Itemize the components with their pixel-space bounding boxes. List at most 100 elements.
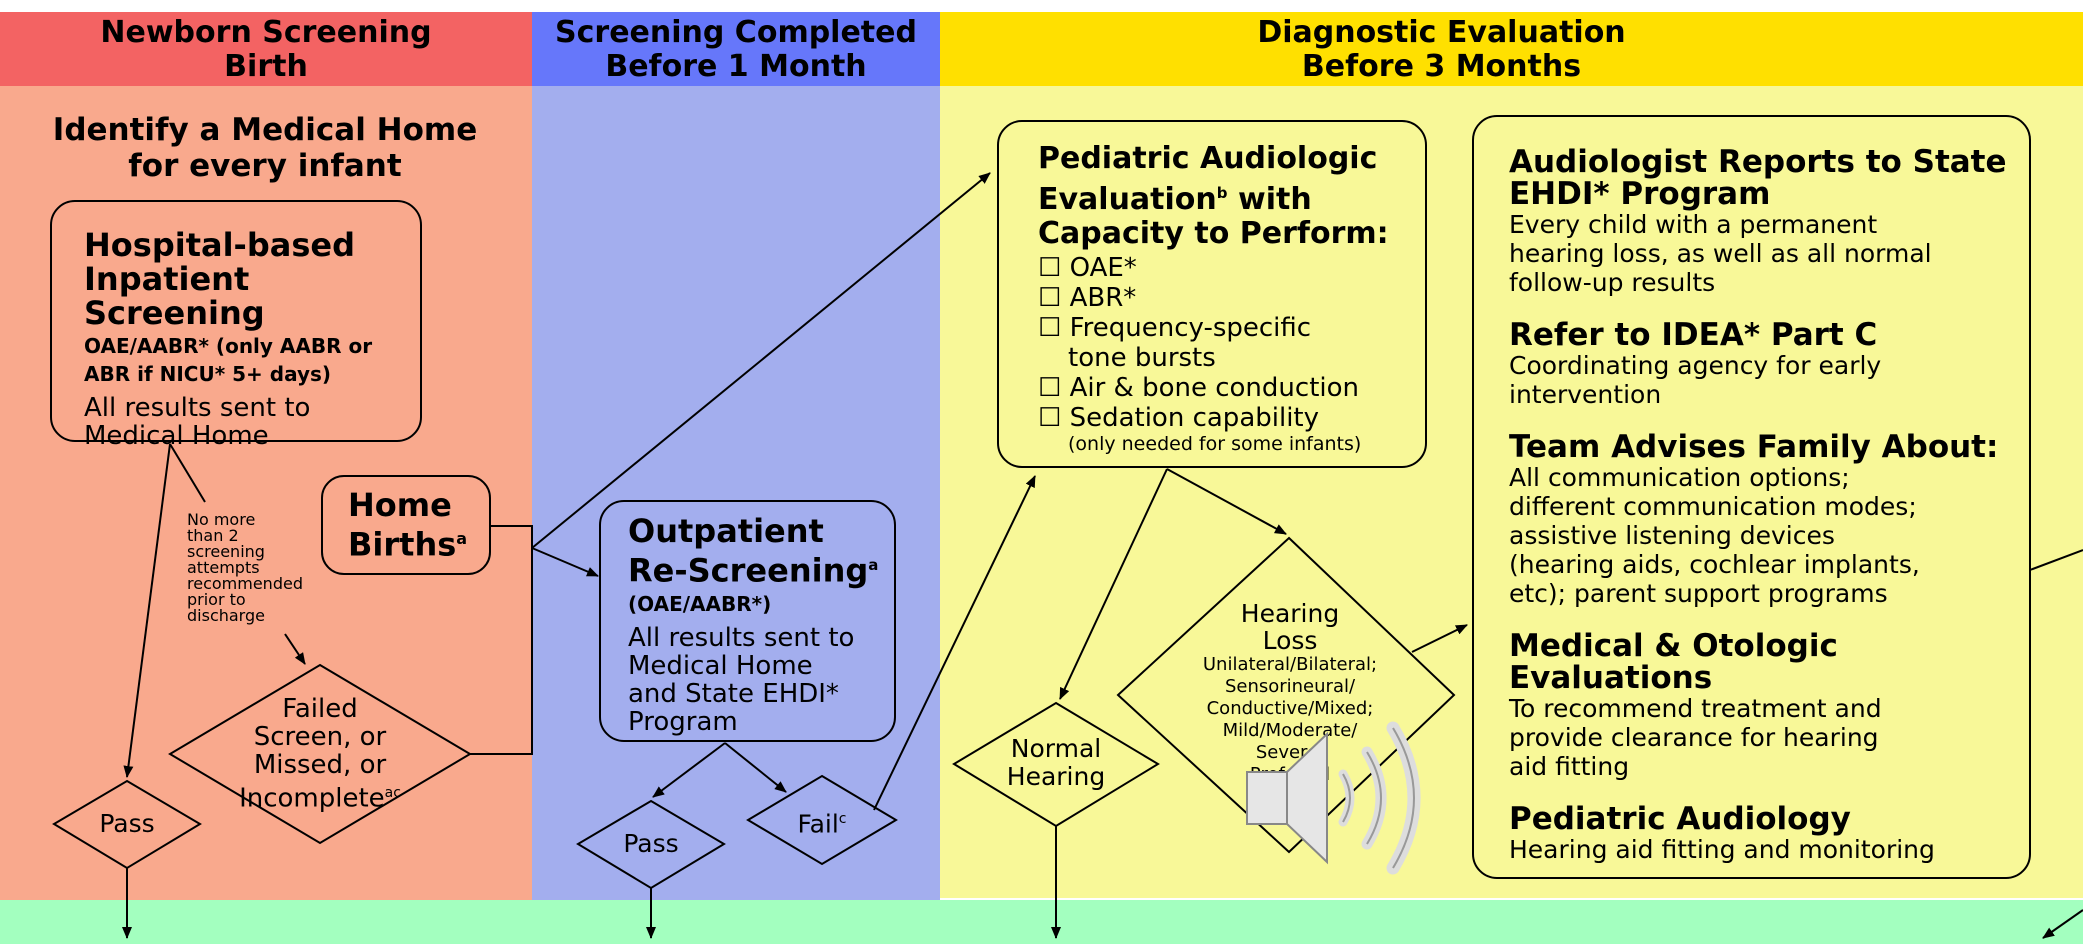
checklist-item: ☐ Sedation capability	[1038, 403, 1418, 433]
screening-header-line1: Screening Completed	[555, 15, 917, 50]
home-births-word: Births	[348, 525, 457, 564]
idea-text-line2: intervention	[1509, 380, 1662, 409]
reports-text-line1: Every child with a permanent	[1509, 210, 1878, 239]
checklist-label: OAE*	[1069, 253, 1137, 283]
hospital-sub-line1: OAE/AABR* (only AABR or	[84, 334, 373, 358]
medical-home-text: Identify a Medical Home for every infant	[40, 112, 490, 184]
failed-sup: ac	[384, 785, 401, 801]
failed-line3: Missed, or	[253, 750, 387, 780]
hearing-loss-line6: Mild/Moderate/	[1222, 720, 1358, 741]
pediatric-box: Pediatric Audiologic Evaluationb with Ca…	[1038, 142, 1418, 456]
checklist-label: Frequency-specific	[1069, 313, 1312, 343]
hearing-loss-line5: Conductive/Mixed;	[1206, 698, 1374, 719]
pediatric-title-line2: Evaluationb with	[1038, 176, 1418, 217]
home-births-line2: Birthsa	[348, 522, 467, 562]
note-line: than 2	[187, 526, 239, 545]
home-births-sup: a	[456, 529, 468, 548]
fail-sup: c	[838, 811, 847, 827]
screening-header-line2: Before 1 Month	[605, 49, 867, 84]
outpatient-sup: a	[868, 556, 879, 574]
pediatric-note: (only needed for some infants)	[1068, 433, 1362, 455]
pediatric-audiology-title: Pediatric Audiology	[1509, 801, 1851, 837]
checklist-label: Sedation capability	[1069, 403, 1320, 433]
note-line: discharge	[187, 606, 265, 625]
checkbox-icon: ☐	[1038, 403, 1070, 433]
checklist-item: ☐ ABR*	[1038, 283, 1418, 313]
fail-word: Fail	[797, 809, 839, 839]
team-text-line4: (hearing aids, cochlear implants,	[1509, 550, 1920, 579]
note-line: screening	[187, 542, 265, 561]
hearing-loss-diamond-shape	[1116, 536, 1456, 854]
hospital-box-shape	[50, 200, 422, 442]
right-box-shape	[1472, 115, 2031, 879]
note-line: No more	[187, 510, 256, 529]
newborn-header-line1: Newborn Screening	[100, 15, 432, 50]
checklist-item: ☐ OAE*	[1038, 253, 1418, 283]
idea-text-line1: Coordinating agency for early	[1509, 351, 1882, 380]
medical-home-line1: Identify a Medical Home	[52, 112, 478, 148]
reports-title-line2: EHDI* Program	[1509, 176, 1771, 212]
normal-hearing-line1: Normal	[1010, 734, 1102, 763]
normal-hearing-label: Normal Hearing	[986, 735, 1126, 791]
outpatient-box: Outpatient Re-Screeninga (OAE/AABR*) All…	[628, 514, 888, 736]
medical-eval-title: Medical & Otologic Evaluations	[1509, 628, 1838, 696]
diagnostic-header-line2: Before 3 Months	[1301, 49, 1582, 84]
hospital-title-line1: Hospital-based	[84, 226, 355, 264]
newborn-header: Newborn Screening Birth	[0, 12, 532, 86]
team-text-line1: All communication options;	[1509, 463, 1850, 492]
bottom-band	[0, 900, 2083, 944]
idea-title: Refer to IDEA* Part C	[1509, 317, 1878, 353]
pass-left-label: Pass	[99, 809, 155, 838]
diagnostic-header: Diagnostic Evaluation Before 3 Months	[940, 12, 2083, 86]
checkbox-icon: ☐	[1038, 373, 1070, 403]
screening-attempts-note: No more than 2 screening attempts recomm…	[187, 512, 303, 624]
outpatient-title-line1: Outpatient	[628, 512, 824, 550]
pass-mid-label: Pass	[623, 829, 679, 858]
reports-text-line2: hearing loss, as well as all normal	[1509, 239, 1932, 268]
hearing-loss-line1: Hearing	[1240, 599, 1340, 628]
pediatric-sup: b	[1216, 184, 1228, 202]
note-line: recommended	[187, 574, 303, 593]
fail-mid-label: Failc	[772, 804, 872, 839]
team-text-line2: different communication modes;	[1509, 492, 1917, 521]
failed-line2: Screen, or	[253, 722, 387, 752]
failed-diamond: Failed Screen, or Missed, or Incompletea…	[220, 695, 420, 813]
diagnostic-header-line1: Diagnostic Evaluation	[1257, 15, 1626, 50]
normal-hearing-line2: Hearing	[1006, 762, 1106, 791]
note-line: attempts	[187, 558, 260, 577]
pediatric-title-line3: Capacity to Perform:	[1038, 216, 1389, 251]
checklist-item: ☐ Air & bone conduction	[1038, 373, 1418, 403]
pediatric-title-word: Evaluation	[1038, 182, 1217, 217]
medical-home-line2: for every infant	[128, 148, 402, 184]
pediatric-audiology-text: Hearing aid fitting and monitoring	[1509, 835, 1935, 864]
pediatric-box-shape	[997, 120, 1427, 468]
checklist-label: Air & bone conduction	[1069, 373, 1359, 403]
hearing-loss-line4: Sensorineural/	[1224, 676, 1356, 697]
outpatient-text-line4: Program	[628, 706, 738, 737]
checklist-item: ☐ Frequency-specific	[1038, 313, 1418, 343]
medical-eval-text-line2: provide clearance for hearing	[1509, 723, 1879, 752]
checkbox-icon: ☐	[1038, 313, 1070, 343]
failed-line4: Incompleteac	[220, 779, 420, 813]
speaker-icon[interactable]	[1245, 712, 1450, 882]
team-text-line5: etc); parent support programs	[1509, 579, 1888, 608]
outpatient-sub: (OAE/AABR*)	[628, 591, 772, 616]
note-line: prior to	[187, 590, 246, 609]
failed-diamond-shape	[168, 663, 472, 845]
outpatient-box-shape	[599, 500, 896, 742]
hearing-loss-line3: Unilateral/Bilateral;	[1202, 654, 1378, 675]
checklist-item-continuation: tone bursts	[1068, 343, 1216, 373]
failed-word: Incomplete	[239, 783, 385, 814]
outpatient-text-line2: Medical Home	[628, 650, 813, 681]
hospital-sub-line2: ABR if NICU* 5+ days)	[84, 362, 332, 386]
outpatient-title-word: Re-Screening	[628, 551, 869, 590]
outpatient-title-line2: Re-Screeninga	[628, 548, 888, 588]
screening-header: Screening Completed Before 1 Month	[532, 12, 940, 86]
checkbox-icon: ☐	[1038, 253, 1070, 283]
medical-eval-text-line3: aid fitting	[1509, 752, 1630, 781]
home-births-box: Home Birthsa	[348, 488, 467, 562]
home-births-line1: Home	[348, 486, 452, 524]
right-box: Audiologist Reports to State EHDI* Progr…	[1509, 146, 2024, 864]
checkbox-icon: ☐	[1038, 283, 1070, 313]
